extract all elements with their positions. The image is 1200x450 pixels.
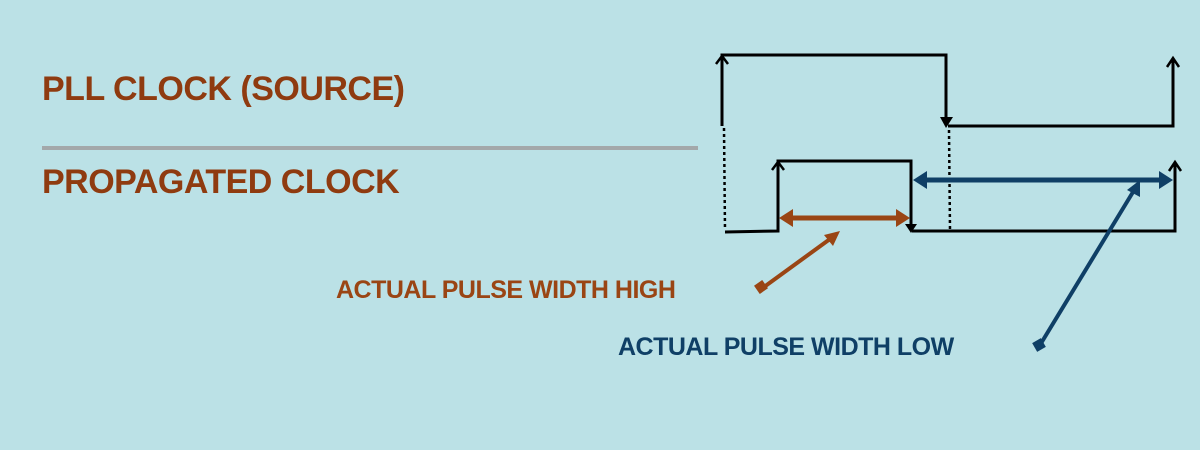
pulse-low-label: ACTUAL PULSE WIDTH LOW [618,333,954,361]
source-clock-label: PLL CLOCK (SOURCE) [42,70,405,108]
propagated-clock-waveform [724,159,1183,234]
pulse-high-pointer [762,237,832,289]
source-clock-waveform [715,53,1181,128]
pulse-low-annotation [913,171,1173,352]
propagated-clock-line [724,159,913,234]
dotted-line-rise [722,127,727,231]
divider [42,146,698,150]
pulse-high-pointer-arrowhead-icon [824,231,840,246]
source-clock-low-line [948,58,1175,128]
source-rise-arrow-icon [715,53,729,65]
propagated-rise-arrow-icon [771,159,785,171]
pulse-low-right-arrowhead-icon [1159,171,1173,189]
propagated-clock-low-line [912,162,1177,233]
source-clock-line [720,53,948,126]
propagated-clock-label: PROPAGATED CLOCK [42,163,400,201]
pulse-low-pointer-tail [1032,338,1046,352]
source-rise-arrow-icon-2 [1165,55,1181,68]
propagated-fall-arrow-icon [905,224,917,233]
pulse-low-left-arrowhead-icon [913,171,927,189]
propagated-rise-arrow-icon-2 [1167,159,1183,172]
pulse-high-right-arrowhead-icon [896,209,910,227]
pulse-high-left-arrowhead-icon [779,209,793,227]
pulse-high-label: ACTUAL PULSE WIDTH HIGH [336,276,676,304]
source-clock-fall-arrow-icon [940,117,953,128]
pulse-low-pointer-arrowhead-icon [1127,180,1140,197]
pulse-high-pointer-tail [754,280,768,294]
pulse-low-pointer [1038,190,1135,347]
pulse-high-annotation [754,209,910,294]
